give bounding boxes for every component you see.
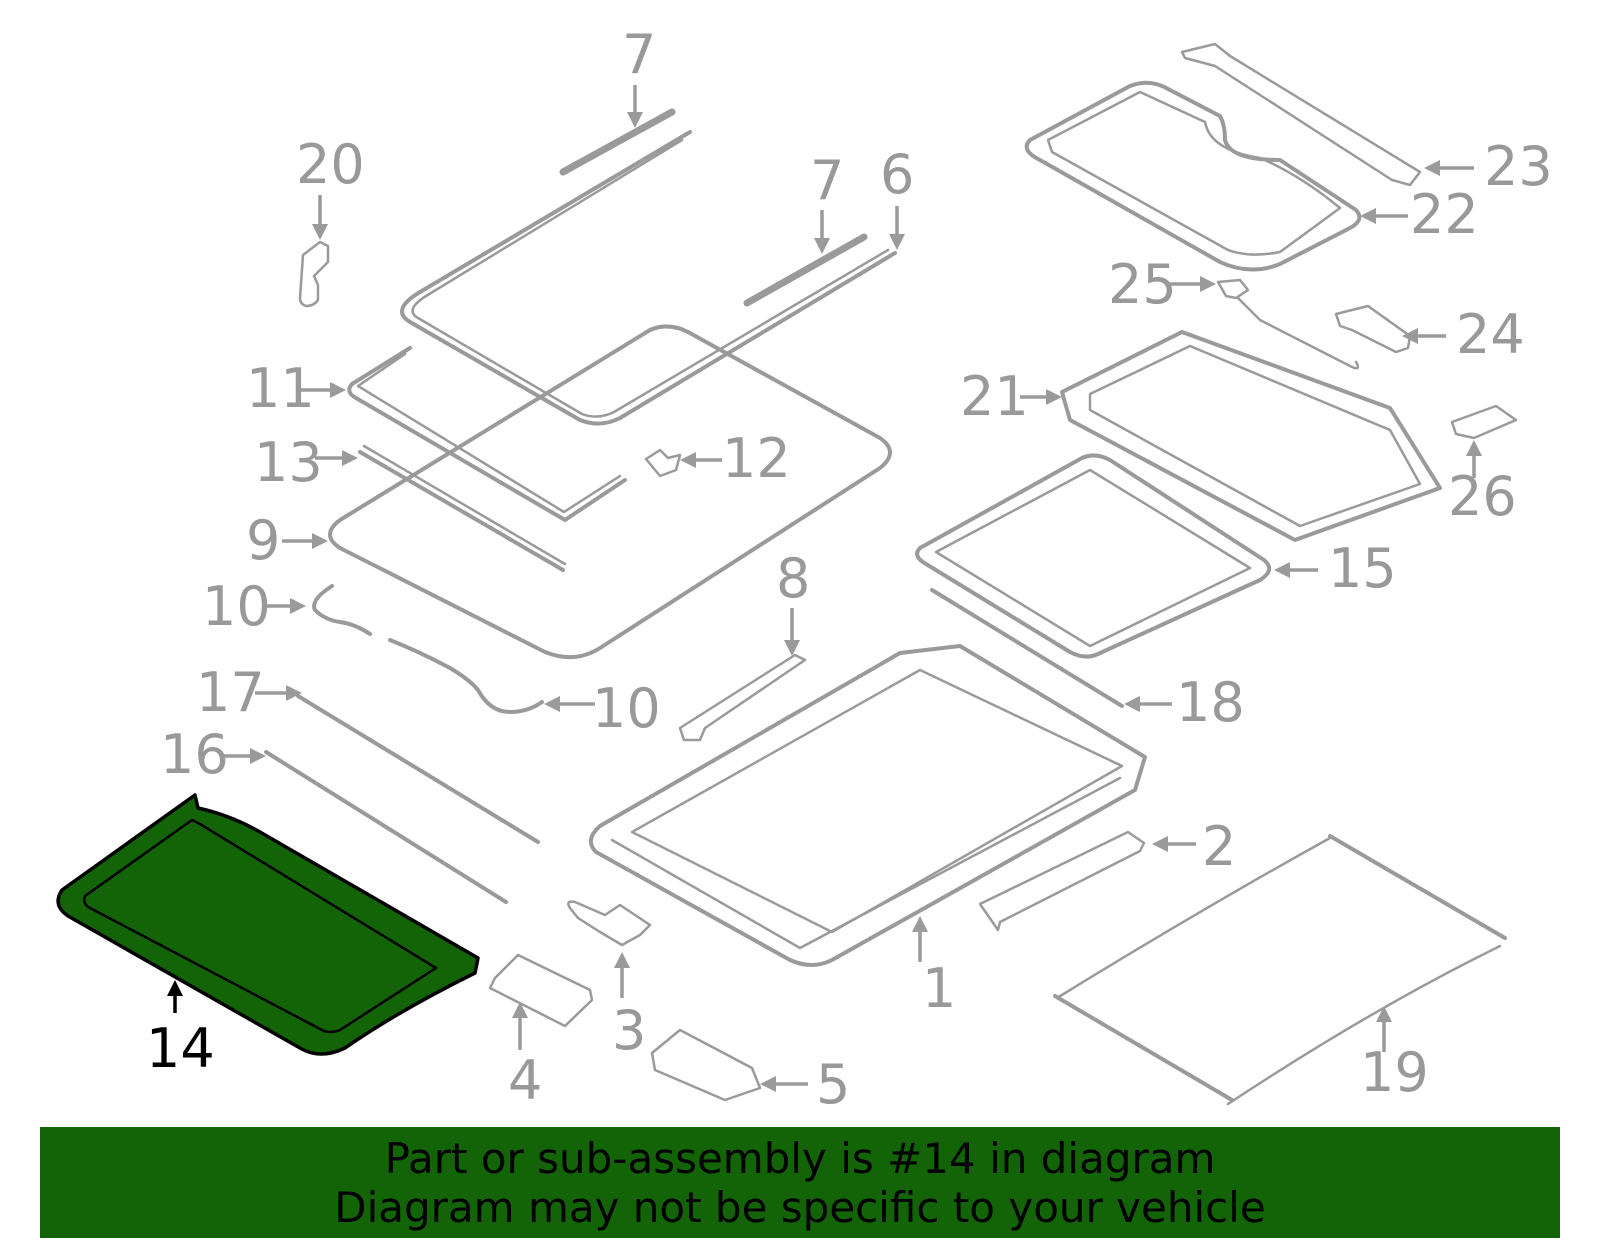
part-info-banner: Part or sub-assembly is #14 in diagram D… (40, 1127, 1560, 1238)
part-3-motor-bracket (567, 900, 652, 998)
part-26-clip (1450, 404, 1518, 478)
callout-17[interactable]: 17 (196, 661, 265, 724)
callout-9[interactable]: 9 (246, 509, 281, 572)
callout-19[interactable]: 19 (1360, 1041, 1429, 1104)
part-14-glass-panel (56, 793, 480, 1056)
callout-8[interactable]: 8 (776, 547, 811, 610)
part-15-glass (915, 453, 1318, 659)
part-17-strip (255, 685, 540, 844)
part-6-glass-seal (400, 130, 897, 426)
callout-12[interactable]: 12 (722, 427, 791, 490)
part-5-cover (650, 1028, 808, 1102)
callout-2[interactable]: 2 (1202, 815, 1237, 878)
callout-10-left[interactable]: 10 (202, 575, 271, 638)
part-23-bracket (1180, 42, 1474, 187)
callout-4[interactable]: 4 (508, 1049, 543, 1112)
part-2-rail (978, 830, 1196, 932)
callout-23[interactable]: 23 (1484, 135, 1553, 198)
callout-1[interactable]: 1 (922, 957, 957, 1020)
part-6-seal (889, 206, 905, 250)
banner-disclaimer-text: Diagram may not be specific to your vehi… (334, 1182, 1266, 1232)
part-24-motor (1334, 304, 1446, 354)
callout-18[interactable]: 18 (1176, 671, 1245, 734)
part-13-strip (315, 444, 567, 572)
callout-22[interactable]: 22 (1410, 183, 1479, 246)
part-16-strip (222, 748, 508, 904)
part-10-drain-hoses (263, 584, 595, 714)
callout-5[interactable]: 5 (816, 1053, 851, 1116)
callout-21[interactable]: 21 (960, 365, 1029, 428)
part-22-seal (1024, 80, 1408, 272)
callout-13[interactable]: 13 (254, 431, 323, 494)
part-9-seal (282, 324, 892, 660)
callout-20[interactable]: 20 (296, 133, 365, 196)
callout-10-right[interactable]: 10 (592, 677, 661, 740)
part-7-upper-strip (559, 85, 676, 176)
callout-7-upper[interactable]: 7 (622, 23, 657, 86)
part-19-sunshade (1053, 834, 1507, 1106)
part-25-cable (1170, 276, 1360, 370)
callout-16[interactable]: 16 (160, 723, 229, 786)
callout-25[interactable]: 25 (1108, 253, 1177, 316)
part-11-deflector (300, 346, 627, 522)
part-18-strip (930, 588, 1172, 712)
callout-7-lower[interactable]: 7 (810, 149, 845, 212)
banner-part-text: Part or sub-assembly is #14 in diagram (384, 1133, 1216, 1183)
part-20-clip (298, 195, 330, 308)
callout-24[interactable]: 24 (1456, 303, 1525, 366)
callout-11[interactable]: 11 (246, 357, 315, 420)
callout-26[interactable]: 26 (1448, 465, 1517, 528)
part-1-frame (588, 644, 1147, 967)
part-8-bracket (678, 608, 807, 742)
callout-15[interactable]: 15 (1328, 537, 1397, 600)
part-12-clip (644, 448, 722, 478)
callout-3[interactable]: 3 (612, 999, 647, 1062)
callout-14-highlighted[interactable]: 14 (146, 1017, 215, 1080)
callout-6[interactable]: 6 (880, 143, 915, 206)
part-4-guide (488, 953, 594, 1050)
part-7-lower-strip (743, 210, 868, 307)
part-21-frame (1020, 330, 1442, 542)
